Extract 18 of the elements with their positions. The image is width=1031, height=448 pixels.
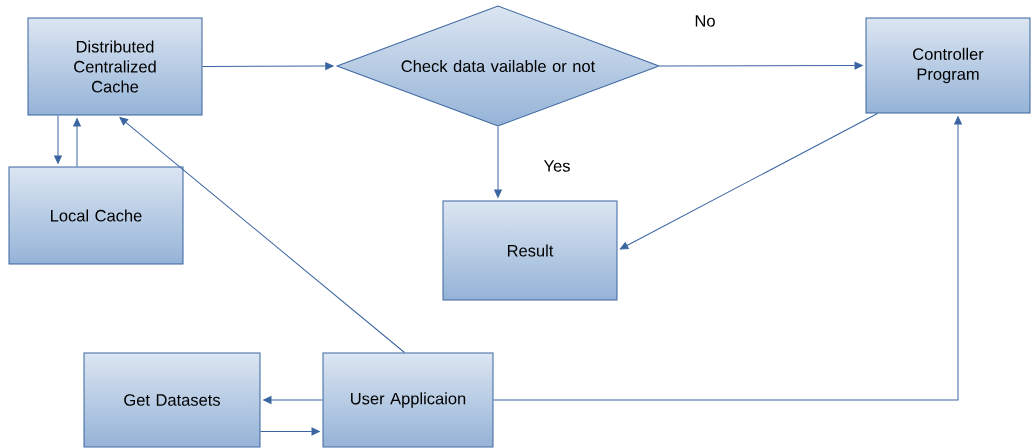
edge-label: No bbox=[693, 14, 717, 28]
process-box: Controller Program bbox=[865, 17, 1031, 114]
arrow bbox=[263, 396, 323, 404]
process-box: User Applicaion bbox=[322, 352, 494, 448]
arrow bbox=[202, 62, 334, 70]
edge-label: Yes bbox=[542, 159, 572, 173]
process-box: Local Cache bbox=[8, 166, 184, 265]
arrow bbox=[119, 117, 405, 353]
arrow bbox=[260, 427, 320, 436]
arrow bbox=[54, 115, 62, 164]
process-box: Get Datasets bbox=[83, 352, 261, 448]
arrow bbox=[619, 113, 878, 250]
process-box: Distributed Centralized Cache bbox=[27, 17, 203, 116]
arrow bbox=[494, 126, 502, 198]
arrow bbox=[659, 61, 863, 70]
process-box: Result bbox=[442, 200, 618, 301]
arrow bbox=[493, 116, 962, 401]
arrow bbox=[73, 118, 81, 167]
